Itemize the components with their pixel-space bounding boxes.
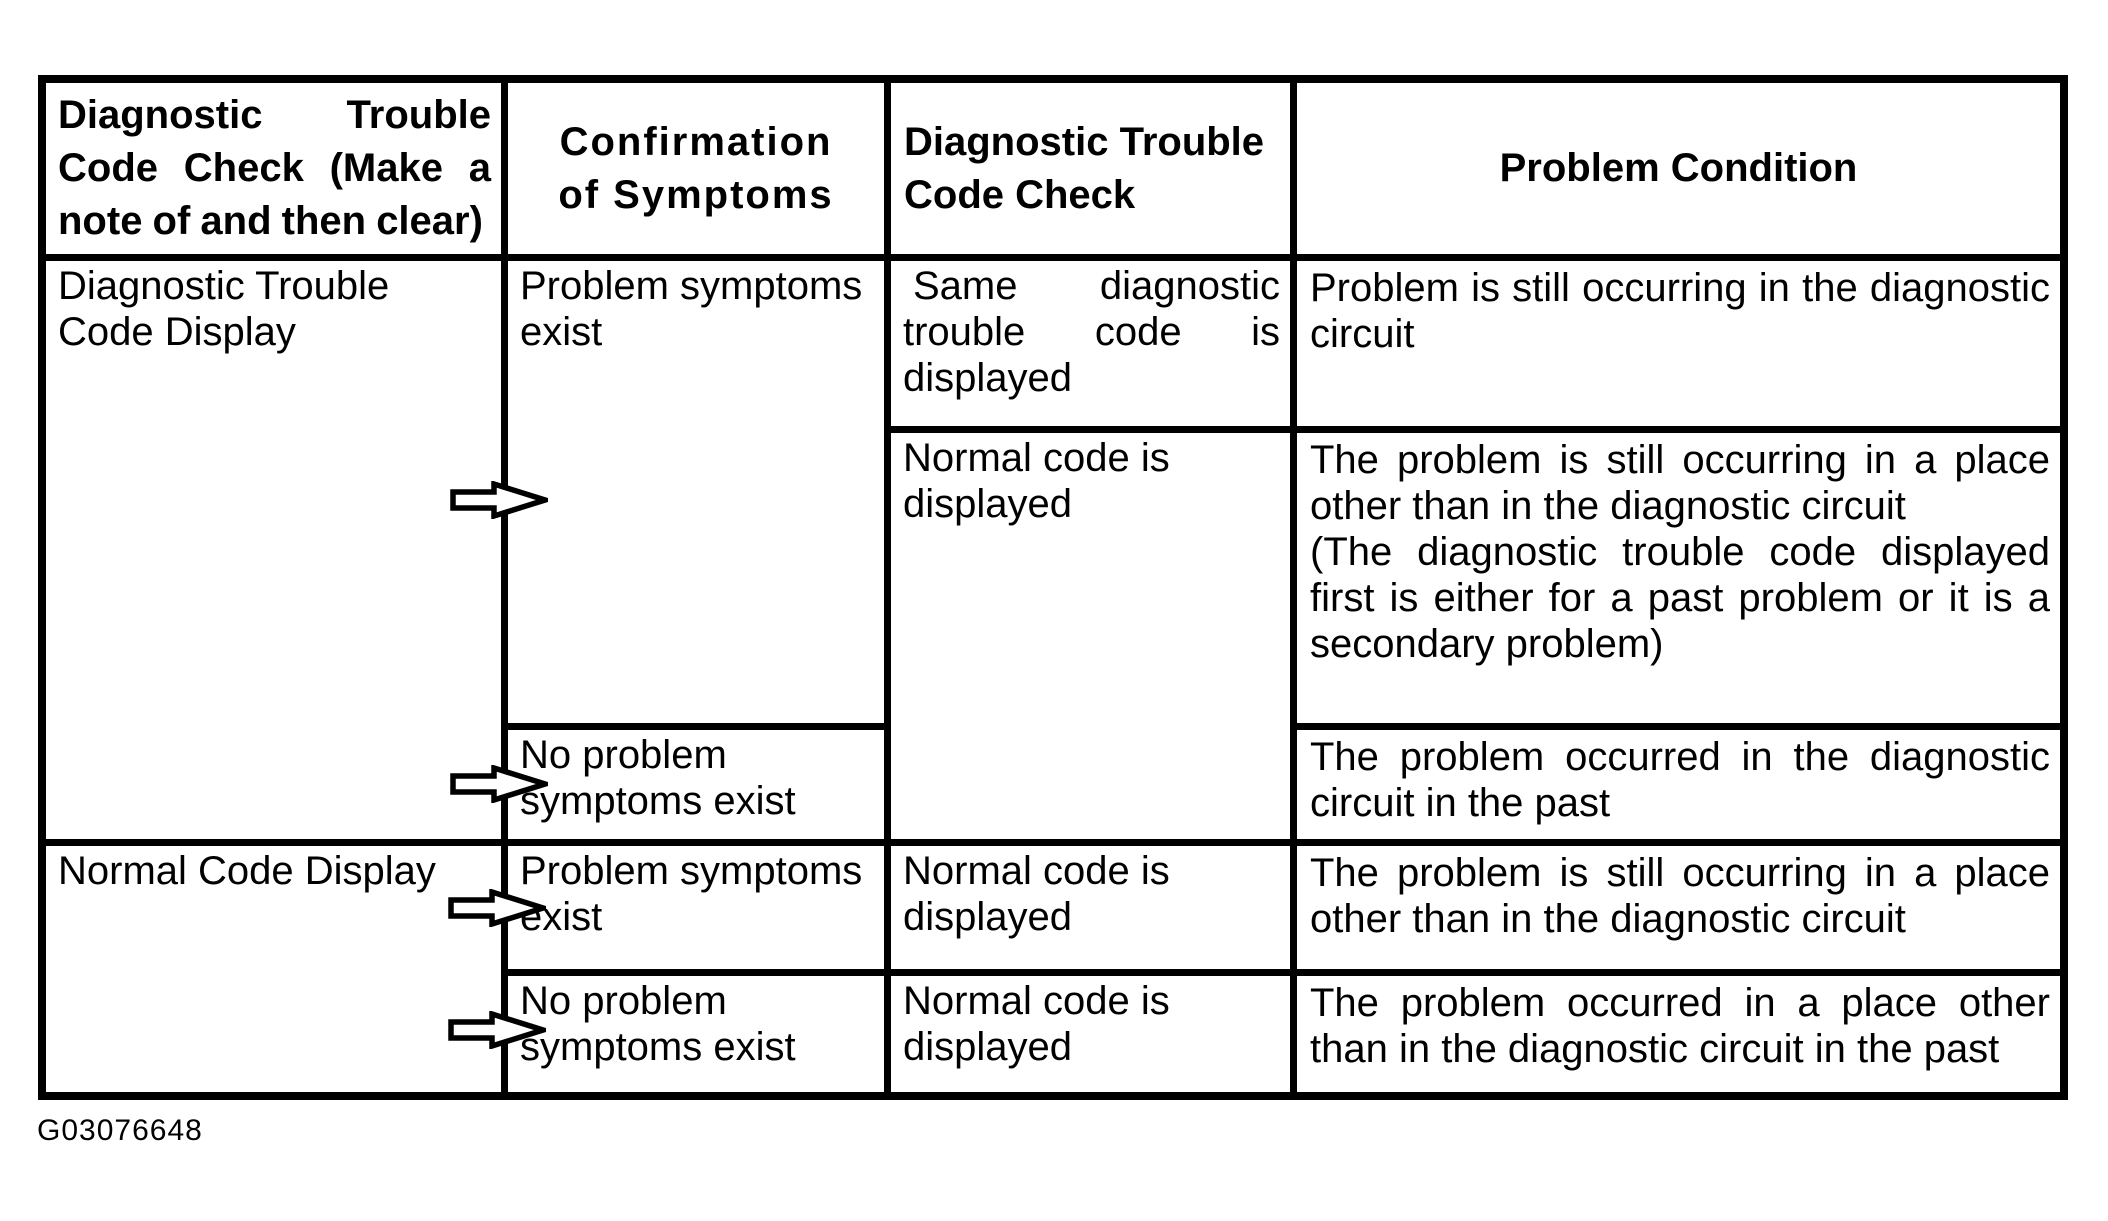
cell-dtc-display: Diagnostic Trouble Code Display <box>46 261 501 839</box>
diagnostic-trouble-code-table: Diagnostic Trouble Code Check (Make a no… <box>38 75 2068 1100</box>
header-problem-condition: Problem Condition <box>1297 83 2060 254</box>
figure-id-caption: G03076648 <box>37 1114 203 1147</box>
header-confirmation-of-symptoms-label: Confirmation of Symptoms <box>558 119 834 217</box>
cell-g2-problem-symptoms-exist: Problem symptoms exist <box>508 846 884 969</box>
cell-g2-normal-code-displayed-1: Normal code is displayed <box>891 846 1290 969</box>
header-dtc-check-note: Diagnostic Trouble Code Check (Make a no… <box>46 83 501 254</box>
header-dtc-check-note-label: Diagnostic Trouble Code Check (Make a no… <box>58 93 491 243</box>
cell-g2-normal-code-displayed-2: Normal code is displayed <box>891 976 1290 1092</box>
cell-g1-normal-code-displayed: Normal code is displayed <box>891 433 1290 839</box>
cell-condition-occurring-other-place: The problem is still occurring in a plac… <box>1297 433 2060 723</box>
header-confirmation-of-symptoms: Confirmation of Symptoms <box>508 83 884 254</box>
cell-normal-code-display: Normal Code Display <box>46 846 501 1092</box>
cell-condition-still-occurring-other-place: The problem is still occurring in a plac… <box>1297 846 2060 969</box>
right-arrow-icon <box>448 889 546 927</box>
header-problem-condition-label: Problem Condition <box>1499 146 1858 190</box>
condition-occurring-other-place-text: The problem is still occurring in a plac… <box>1310 438 2050 528</box>
cell-g1-no-problem-symptoms-exist: No problem symptoms exist <box>508 730 884 839</box>
cell-condition-occurred-other-place-past: The problem occurred in a place other th… <box>1297 976 2060 1092</box>
cell-g1-same-code-displayed: Same diagnostic trouble code is displaye… <box>891 261 1290 426</box>
header-dtc-check: Diagnostic Trouble Code Check <box>891 83 1290 254</box>
header-dtc-check-label: Diagnostic Trouble Code Check <box>904 119 1265 217</box>
cell-g2-no-problem-symptoms-exist: No problem symptoms exist <box>508 976 884 1092</box>
cell-condition-occurred-diagnostic-circuit-past: The problem occurred in the diagnostic c… <box>1297 730 2060 839</box>
right-arrow-icon <box>448 1011 546 1049</box>
condition-occurring-other-place-note: (The diagnostic trouble code displayed f… <box>1310 530 2050 666</box>
right-arrow-icon <box>450 481 548 519</box>
cell-g1-problem-symptoms-exist: Problem symptoms exist <box>508 261 884 723</box>
cell-condition-still-occurring-diagnostic-circuit: Problem is still occurring in the diagno… <box>1297 261 2060 426</box>
right-arrow-icon <box>450 765 548 803</box>
